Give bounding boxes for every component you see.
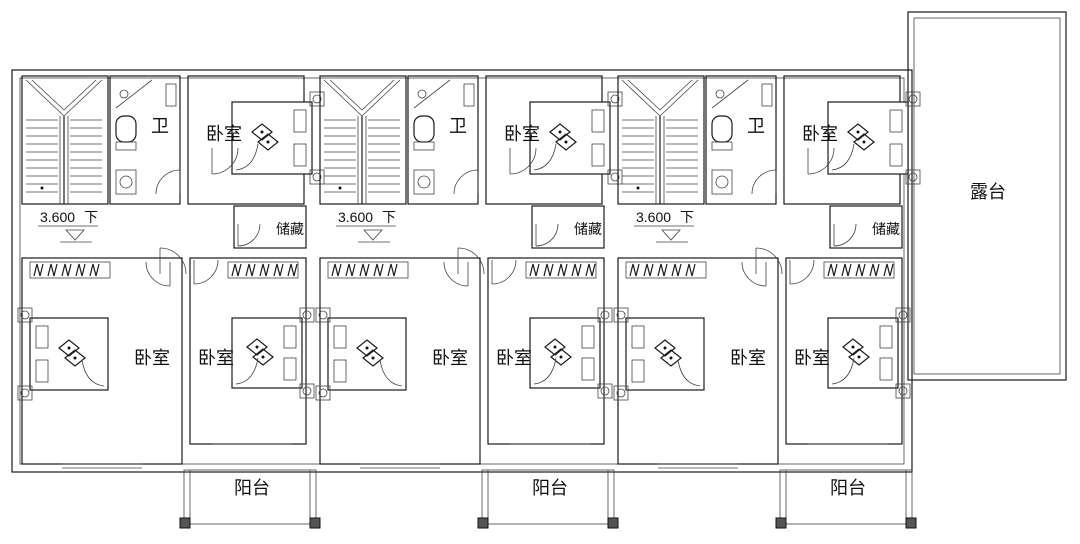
- door: [751, 169, 777, 195]
- bedroom-lower-left: 卧室: [613, 257, 779, 469]
- door: [755, 247, 783, 275]
- elevation-value: 3.600: [338, 209, 373, 225]
- stair-direction: 下: [382, 209, 396, 225]
- storage-label: 储藏: [276, 221, 304, 237]
- door: [193, 259, 219, 285]
- balcony-label: 阳台: [830, 478, 866, 498]
- bed: [231, 307, 315, 399]
- balcony-label: 阳台: [532, 478, 568, 498]
- bed: [529, 307, 613, 399]
- elevation-marker: 3.600 下: [634, 209, 694, 243]
- elevation-value: 3.600: [636, 209, 671, 225]
- bathroom-label: 卫: [747, 116, 765, 136]
- bathroom: 卫: [407, 75, 479, 205]
- door: [443, 261, 469, 287]
- stair-direction: 下: [84, 209, 98, 225]
- bedroom-lower-right: 卧室: [487, 257, 613, 445]
- bedroom-label: 卧室: [198, 348, 234, 368]
- wardrobe: [29, 261, 111, 279]
- bedroom-label: 卧室: [504, 124, 540, 144]
- balcony: 阳台: [477, 469, 619, 529]
- bedroom-lower-left: 卧室: [17, 257, 183, 469]
- bed: [17, 307, 109, 401]
- stair-direction: 下: [680, 209, 694, 225]
- door: [211, 147, 239, 175]
- bedroom-upper: 卧室: [187, 75, 325, 205]
- bed: [529, 91, 623, 185]
- storage-label: 储藏: [574, 221, 602, 237]
- terrace-label: 露台: [970, 182, 1006, 202]
- balcony-label: 阳台: [234, 478, 270, 498]
- bed: [827, 307, 911, 399]
- balcony: 阳台: [775, 469, 917, 529]
- bedroom-label: 卧室: [432, 348, 468, 368]
- bed: [613, 307, 705, 401]
- bathroom: 卫: [705, 75, 777, 205]
- staircase: [617, 75, 705, 205]
- door: [833, 223, 857, 247]
- wardrobe: [525, 261, 597, 279]
- bedroom-upper: 卧室: [783, 75, 921, 205]
- door: [789, 259, 815, 285]
- storage: 储藏: [829, 205, 903, 249]
- bedroom-lower-right: 卧室: [785, 257, 911, 445]
- bathroom-label: 卫: [449, 116, 467, 136]
- storage-label: 储藏: [872, 221, 900, 237]
- storage: 储藏: [531, 205, 605, 249]
- door: [457, 247, 485, 275]
- bathroom: 卫: [109, 75, 181, 205]
- door: [807, 147, 835, 175]
- elevation-marker: 3.600 下: [38, 209, 98, 243]
- bedroom-label: 卧室: [496, 348, 532, 368]
- wardrobe: [625, 261, 707, 279]
- elevation-marker: 3.600 下: [336, 209, 396, 243]
- bedroom-label: 卧室: [794, 348, 830, 368]
- bedroom-label: 卧室: [802, 124, 838, 144]
- bedroom-label: 卧室: [134, 348, 170, 368]
- staircase: [21, 75, 109, 205]
- door: [159, 247, 187, 275]
- door: [237, 223, 261, 247]
- wardrobe: [823, 261, 895, 279]
- bed: [231, 91, 325, 185]
- balcony: 阳台: [179, 469, 321, 529]
- bathroom-label: 卫: [151, 116, 169, 136]
- wardrobe: [227, 261, 299, 279]
- staircase: [319, 75, 407, 205]
- door: [509, 147, 537, 175]
- bed: [315, 307, 407, 401]
- bedroom-label: 卧室: [206, 124, 242, 144]
- door: [741, 261, 767, 287]
- bed: [827, 91, 921, 185]
- terrace: 露台: [907, 11, 1067, 381]
- elevation-value: 3.600: [40, 209, 75, 225]
- door: [145, 261, 171, 287]
- wardrobe: [327, 261, 409, 279]
- bedroom-lower-left: 卧室: [315, 257, 481, 469]
- door: [453, 169, 479, 195]
- bedroom-upper: 卧室: [485, 75, 623, 205]
- door: [535, 223, 559, 247]
- bedroom-label: 卧室: [730, 348, 766, 368]
- door: [155, 169, 181, 195]
- door: [491, 259, 517, 285]
- storage: 储藏: [233, 205, 307, 249]
- bedroom-lower-right: 卧室: [189, 257, 315, 445]
